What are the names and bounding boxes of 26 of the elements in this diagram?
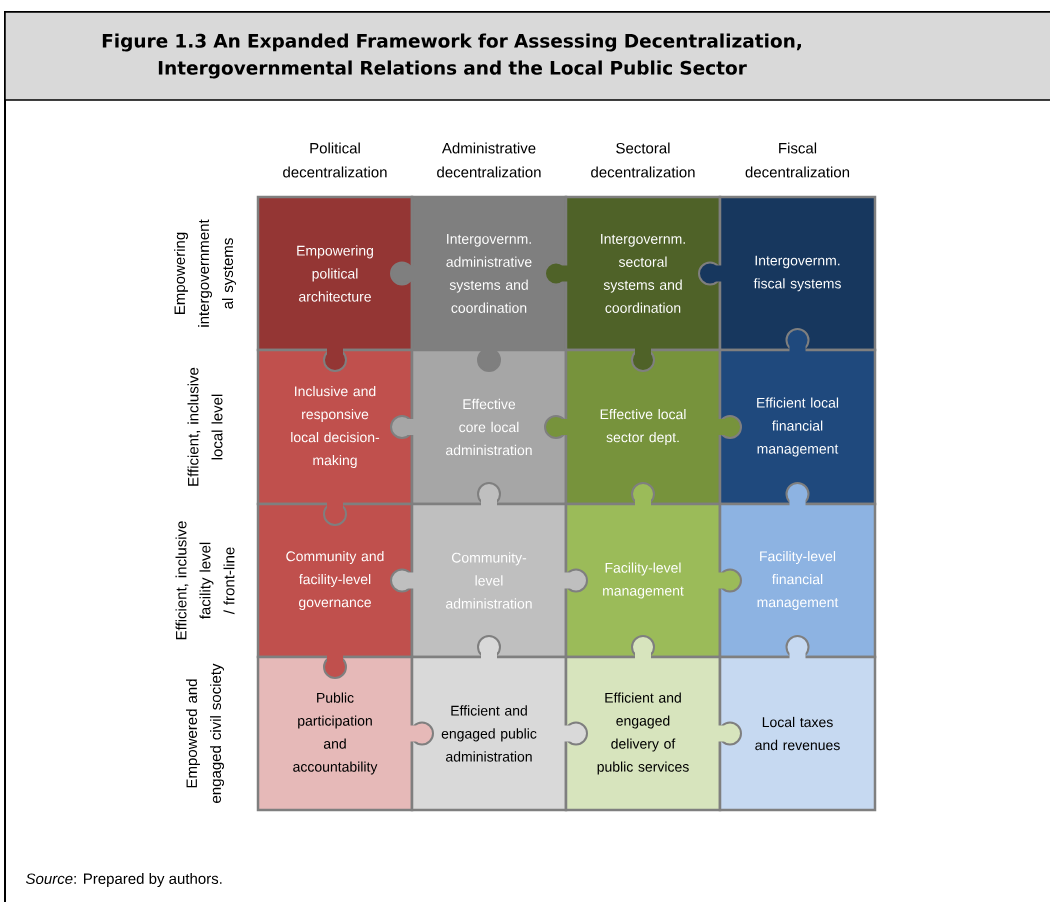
puzzle-piece: Facility-level management xyxy=(564,502,722,659)
puzzle-piece: Effective local sector dept. xyxy=(564,348,722,506)
row-header: Empowering intergovernment al systems xyxy=(174,219,236,327)
column-header: Sectoral decentralization xyxy=(591,142,695,178)
row-header: Efficient, inclusive facility level / front-line xyxy=(175,521,235,640)
row-header: Efficient, inclusive local level xyxy=(187,367,223,486)
puzzle-piece: Intergovernm. fiscal systems xyxy=(718,195,877,352)
puzzle-piece: Efficient and engaged delivery of public services xyxy=(564,655,722,812)
title: Figure 1.3 An Expanded Framework for Assessing Decentralization, Intergovernmental Relations and the Local Public Sector xyxy=(102,33,801,79)
puzzle-piece: Facility-level financial management xyxy=(718,502,877,659)
puzzle-piece: Empowering political architecture xyxy=(256,195,414,352)
puzzle-piece: Efficient and engaged public administration xyxy=(410,655,568,812)
puzzle-piece: Inclusive and responsive local decision-making xyxy=(256,348,414,506)
column-header: Political decentralization xyxy=(283,142,387,178)
column-header: Fiscal decentralization xyxy=(745,142,850,178)
puzzle-piece: Community and facility-level governance xyxy=(256,502,414,659)
column-header: Administrative decentralization xyxy=(437,142,541,178)
puzzle-piece: Effective core local administration xyxy=(410,348,568,506)
puzzle-piece: Public participation and accountability xyxy=(256,655,414,812)
puzzle-piece: Community-level administration xyxy=(410,502,568,659)
puzzle-piece: Local taxes and revenues xyxy=(718,655,877,812)
caption: Source: Prepared by authors. xyxy=(25,873,222,887)
puzzle-piece: Intergovernm. administrative systems and coordination xyxy=(410,195,568,352)
puzzle-piece: Efficient local financial management xyxy=(718,348,877,506)
row-header: Empowered and engaged civil society xyxy=(186,663,224,803)
puzzle-piece: Intergovernm. sectoral systems and coordination xyxy=(564,195,722,352)
